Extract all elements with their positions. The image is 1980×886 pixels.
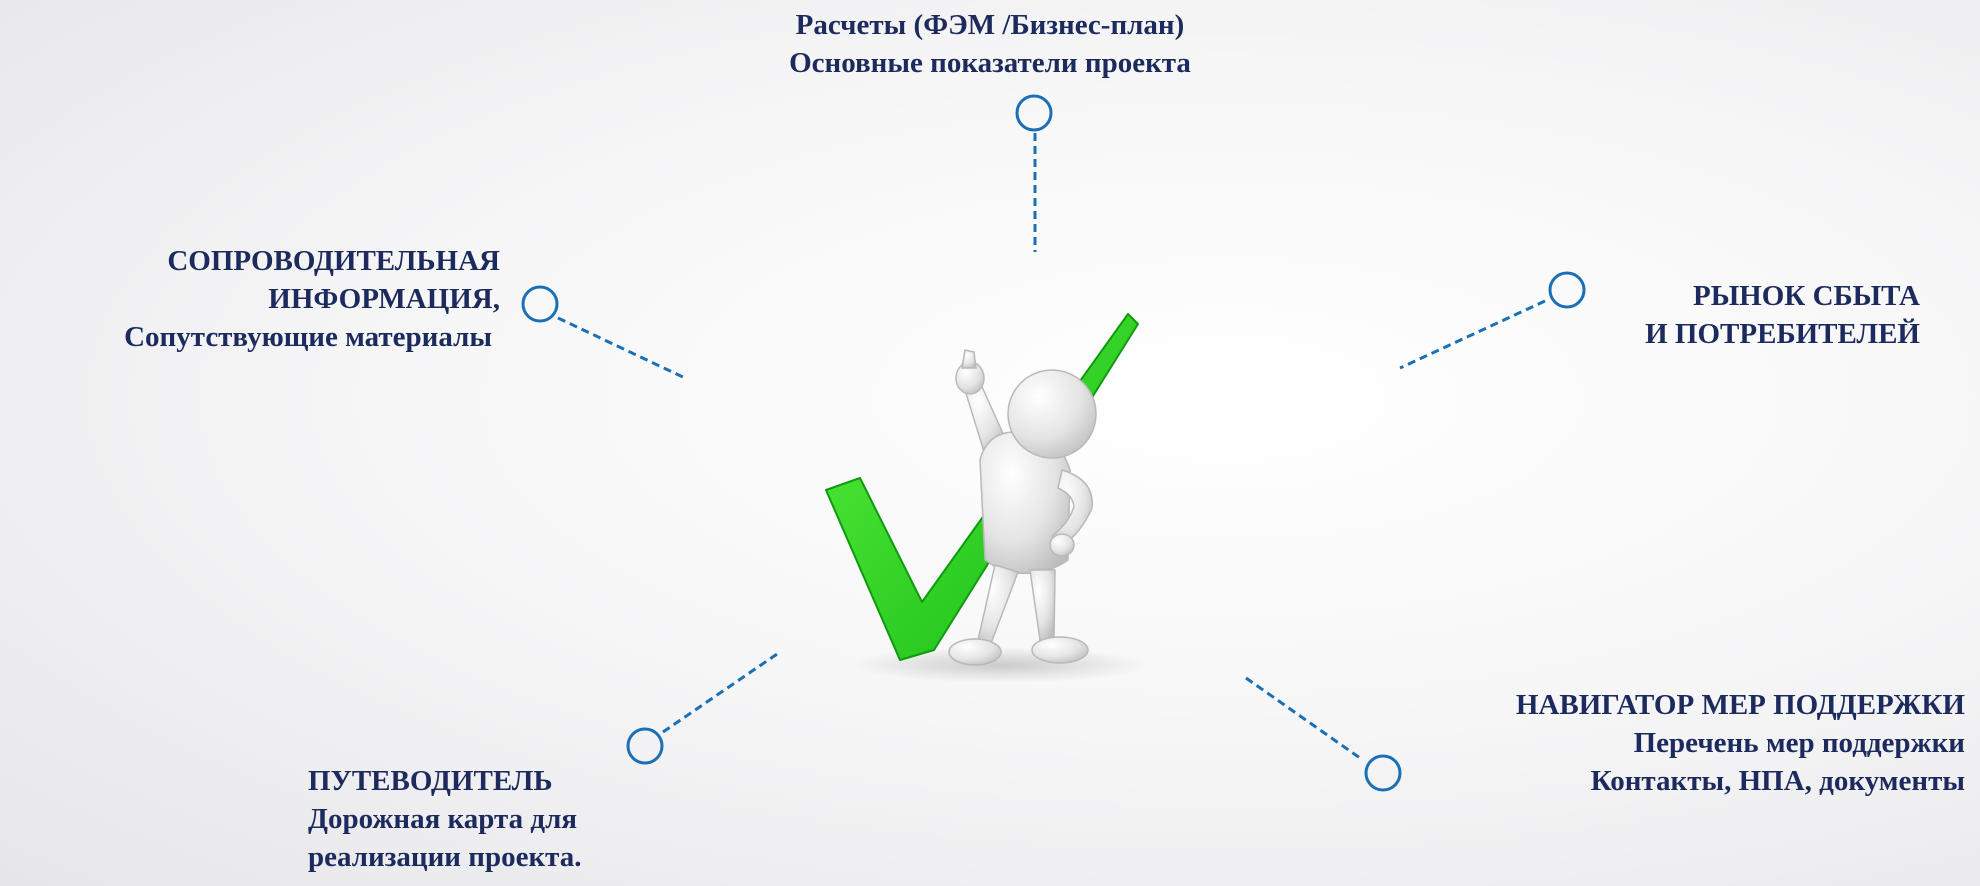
node-title-cont: ИНФОРМАЦИЯ, bbox=[268, 283, 500, 315]
connector-left bbox=[521, 285, 686, 380]
circle-marker-icon bbox=[1548, 271, 1586, 309]
connector-top bbox=[1015, 94, 1053, 252]
node-title-cont: И ПОТРЕБИТЕЛЕЙ bbox=[1645, 318, 1920, 350]
circle-marker-icon bbox=[626, 727, 664, 765]
node-subtitle-cont: Контакты, НПА, документы bbox=[1590, 765, 1965, 797]
connector-bottom-left bbox=[626, 650, 781, 765]
circle-marker-icon bbox=[521, 285, 559, 323]
node-subtitle-cont: реализации проекта. bbox=[308, 841, 582, 873]
node-subtitle: Дорожная карта для bbox=[308, 803, 578, 835]
node-guide: ПУТЕВОДИТЕЛЬ Дорожная карта для реализац… bbox=[308, 762, 908, 876]
node-subtitle: Основные показатели проекта bbox=[789, 47, 1191, 79]
person-checkmark-icon bbox=[825, 313, 1150, 683]
connector-right bbox=[1399, 271, 1586, 370]
node-title: РЫНОК СБЫТА bbox=[1692, 280, 1920, 312]
node-market: РЫНОК СБЫТА И ПОТРЕБИТЕЛЕЙ bbox=[1380, 277, 1920, 353]
node-support-navigator: НАВИГАТОР МЕР ПОДДЕРЖКИ Перечень мер под… bbox=[1340, 686, 1965, 800]
node-subtitle: Сопутствующие материалы bbox=[124, 321, 492, 353]
connector-bottom-right bbox=[1245, 676, 1402, 792]
node-title: ПУТЕВОДИТЕЛЬ bbox=[308, 765, 553, 797]
node-subtitle: Перечень мер поддержки bbox=[1633, 727, 1965, 759]
node-title: НАВИГАТОР МЕР ПОДДЕРЖКИ bbox=[1515, 689, 1965, 721]
node-accompanying-info: СОПРОВОДИТЕЛЬНАЯ ИНФОРМАЦИЯ, Сопутствующ… bbox=[10, 242, 500, 356]
node-title: Расчеты (ФЭМ /Бизнес-план) bbox=[795, 9, 1185, 41]
circle-marker-icon bbox=[1015, 94, 1053, 132]
node-title: СОПРОВОДИТЕЛЬНАЯ bbox=[167, 245, 500, 277]
node-calculations: Расчеты (ФЭМ /Бизнес-план) Основные пока… bbox=[700, 6, 1280, 82]
circle-marker-icon bbox=[1364, 754, 1402, 792]
